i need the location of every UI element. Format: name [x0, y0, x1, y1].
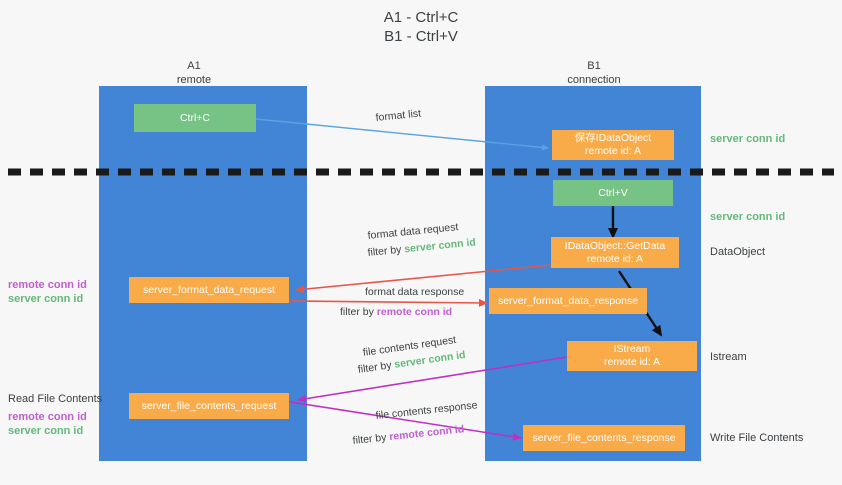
title-line-2: B1 - Ctrl+V — [384, 28, 458, 45]
node-server-file-contents-request[interactable]: server_file_contents_request — [129, 393, 289, 419]
edge-label-file-contents-response: file contents response — [375, 399, 478, 422]
column-b1-sub: connection — [567, 74, 621, 86]
edge-label-format-data-response: format data response — [365, 286, 465, 298]
caption-read-file-contents: Read File Contents — [8, 393, 103, 405]
column-header-a1: A1 remote — [114, 59, 274, 87]
caption-server-conn-id-3: server conn id — [8, 293, 84, 305]
column-a1-sub: remote — [176, 74, 212, 86]
filter-prefix-2: filter by — [340, 306, 377, 318]
filter-prefix-4: filter by — [352, 431, 390, 447]
caption-dataobject: DataObject — [710, 246, 766, 258]
node-file-contents-request-label: server_file_contents_request — [141, 399, 277, 412]
filter-prefix-3: filter by — [357, 358, 396, 376]
node-getdata-line1: IDataObject::GetData — [564, 239, 666, 252]
caption-server-conn-id-4: server conn id — [8, 425, 84, 437]
caption-write-file-contents: Write File Contents — [710, 432, 804, 444]
node-istream[interactable]: IStream remote id: A — [567, 341, 697, 371]
column-header-b1: B1 connection — [514, 59, 674, 87]
node-format-data-response-label: server_format_data_response — [497, 294, 639, 307]
caption-server-conn-id-2: server conn id — [710, 211, 786, 223]
node-server-file-contents-response[interactable]: server_file_contents_response — [523, 425, 685, 451]
node-ctrl-c[interactable]: Ctrl+C — [134, 104, 256, 132]
column-b1-name: B1 — [587, 60, 601, 72]
node-server-format-data-response[interactable]: server_format_data_response — [489, 288, 647, 314]
filter-value-remote-conn-id-1: remote conn id — [376, 306, 453, 318]
node-format-data-request-label: server_format_data_request — [143, 283, 275, 296]
node-save-idataobject-line1: 保存IDataObject — [574, 132, 652, 144]
filter-prefix-1: filter by — [367, 243, 405, 259]
caption-left-pair-2: remote conn id server conn id — [8, 410, 87, 438]
node-file-contents-response-label: server_file_contents_response — [532, 431, 676, 444]
caption-server-conn-id-1: server conn id — [710, 133, 786, 145]
caption-remote-conn-id-2: remote conn id — [8, 411, 87, 423]
edge-label-file-contents-response-filter: filter by remote conn id — [352, 422, 465, 448]
node-istream-line2: remote id: A — [603, 356, 661, 368]
caption-remote-conn-id-1: remote conn id — [8, 279, 87, 291]
column-a1-name: A1 — [187, 60, 201, 72]
edge-label-format-list: format list — [375, 107, 422, 124]
caption-left-pair-1: remote conn id server conn id — [8, 278, 87, 306]
node-server-format-data-request[interactable]: server_format_data_request — [129, 277, 289, 303]
title-line-1: A1 - Ctrl+C — [383, 9, 459, 26]
node-istream-line1: IStream — [613, 343, 651, 355]
edge-label-format-data-response-filter: filter by remote conn id — [340, 305, 452, 319]
caption-istream: Istream — [710, 351, 747, 363]
filter-value-remote-conn-id-2: remote conn id — [388, 423, 465, 444]
node-save-idataobject[interactable]: 保存IDataObject remote id: A — [552, 130, 674, 160]
node-getdata-line2: remote id: A — [586, 252, 644, 265]
diagram-title: A1 - Ctrl+C B1 - Ctrl+V — [0, 8, 842, 46]
node-ctrl-c-label: Ctrl+C — [179, 111, 211, 124]
node-save-idataobject-line2: remote id: A — [584, 145, 642, 157]
node-ctrl-v-label: Ctrl+V — [598, 186, 628, 199]
filter-value-server-conn-id-1: server conn id — [403, 236, 477, 256]
node-idataobject-getdata[interactable]: IDataObject::GetData remote id: A — [551, 237, 679, 268]
node-ctrl-v[interactable]: Ctrl+V — [553, 180, 673, 206]
